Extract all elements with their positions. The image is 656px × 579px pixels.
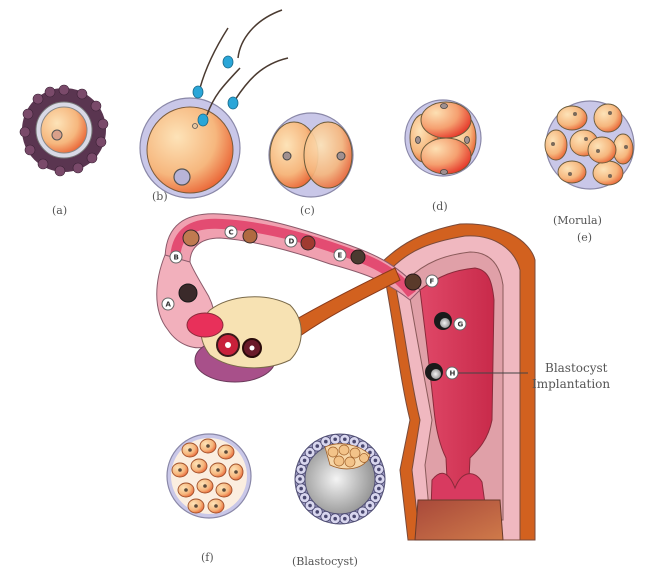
uterus [381, 223, 536, 541]
trophoblast-nucleus [299, 467, 303, 472]
marker-e: E [333, 248, 347, 262]
stage-a-oocyte [19, 84, 109, 177]
trophoblast-cells [294, 433, 386, 525]
trophoblast-nucleus [299, 486, 303, 491]
svg-text:D: D [289, 238, 295, 246]
stage-b-label: (b) [152, 190, 168, 203]
trophoblast-nucleus [373, 495, 378, 500]
sperm-icon [199, 9, 289, 116]
trophoblast-nucleus [315, 510, 320, 514]
ovarian-ligament [294, 267, 401, 337]
stage-d-four-cell [404, 99, 482, 177]
marker-f: F [425, 274, 439, 288]
blastocyst-label: (Blastocyst) [292, 555, 358, 568]
trophoblast-nucleus [315, 444, 320, 448]
trophoblast-nucleus [324, 439, 328, 444]
stage-e-name: (Morula) [553, 214, 602, 227]
marker-c: C [224, 225, 238, 239]
svg-text:A: A [166, 301, 172, 309]
trophoblast-nucleus [333, 516, 337, 521]
marker-a: A [161, 297, 175, 311]
stage-e-label: (e) [577, 231, 592, 244]
trophoblast-nucleus [378, 477, 382, 481]
tube-embryos [178, 228, 452, 381]
marker-b: B [169, 250, 183, 264]
trophoblast-nucleus [373, 458, 378, 463]
blastocyst [294, 433, 386, 525]
stage-d-label: (d) [432, 200, 448, 213]
svg-text:G: G [458, 321, 464, 329]
stage-c-label: (c) [300, 204, 315, 217]
svg-text:B: B [174, 254, 179, 262]
svg-text:C: C [229, 229, 234, 237]
ovary [186, 296, 302, 383]
trophoblast-nucleus [302, 458, 307, 463]
tube-markers: A B C D E F G H [161, 225, 467, 380]
trophoblast-nucleus [302, 495, 307, 500]
annotation-line2: Implantation [532, 377, 610, 391]
stage-f-label: (f) [201, 551, 214, 564]
svg-text:H: H [450, 370, 456, 378]
svg-text:E: E [338, 252, 343, 260]
trophoblast-nucleus [368, 503, 372, 508]
trophoblast-nucleus [352, 514, 356, 519]
marker-h: H [445, 366, 459, 380]
marker-g: G [453, 317, 467, 331]
stage-e-morula [544, 100, 635, 190]
trophoblast-nucleus [377, 467, 381, 472]
stage-f-cell-mass [166, 433, 252, 519]
svg-text:F: F [430, 278, 435, 286]
stage-c-two-cell [268, 112, 354, 198]
stage-b-fertilization [139, 9, 289, 199]
trophoblast-nucleus [333, 437, 337, 442]
trophoblast-nucleus [352, 439, 356, 444]
trophoblast-nucleus [377, 486, 381, 491]
trophoblast-nucleus [298, 477, 302, 481]
stage-a-label: (a) [52, 204, 67, 217]
trophoblast-nucleus [324, 514, 328, 519]
trophoblast-nucleus [308, 450, 312, 455]
trophoblast-nucleus [343, 516, 347, 521]
trophoblast-nucleus [343, 437, 347, 442]
trophoblast-nucleus [360, 510, 365, 514]
annotation-line1: Blastocyst [545, 361, 608, 375]
trophoblast-nucleus [360, 444, 365, 448]
trophoblast-nucleus [368, 450, 372, 455]
marker-d: D [284, 234, 298, 248]
trophoblast-nucleus [308, 503, 312, 508]
